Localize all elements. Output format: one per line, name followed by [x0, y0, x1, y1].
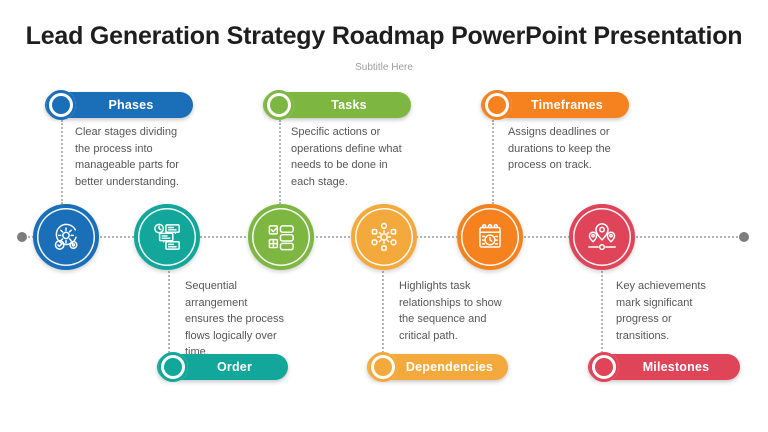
dependencies-description: Highlights task relationships to show th… — [399, 280, 502, 342]
order-description: Sequential arrangement ensures the proce… — [185, 280, 285, 358]
timeline-start-dot — [17, 232, 27, 242]
map-pins-route-icon — [588, 223, 616, 251]
milestones-pill-circle — [589, 352, 619, 382]
timeframes-node — [457, 204, 523, 270]
phases-pill-label: Phases — [108, 98, 154, 112]
page-subtitle: Subtitle Here — [355, 62, 413, 73]
tasks-pill: Tasks — [263, 90, 411, 120]
milestones-pill: Milestones — [588, 352, 740, 382]
order-pill: Order — [157, 352, 288, 382]
order-pill-label: Order — [216, 360, 253, 374]
tasks-pill-circle — [264, 90, 294, 120]
milestones-description: Key achievements mark significant progre… — [616, 280, 706, 342]
dependencies-connector-line — [382, 271, 384, 353]
order-node — [134, 204, 200, 270]
tasks-connector-line — [279, 120, 281, 204]
order-pill-circle — [158, 352, 188, 382]
page-title: Lead Generation Strategy Roadmap PowerPo… — [25, 22, 743, 50]
network-gear-icon — [371, 222, 397, 251]
sequence-list-clock-icon — [154, 223, 180, 250]
milestones-pill-label: Milestones — [642, 360, 710, 374]
checklist-icon — [268, 225, 294, 251]
tasks-pill-label: Tasks — [331, 98, 367, 112]
milestones-node — [569, 204, 635, 270]
timeframes-description: Assigns deadlines or durations to keep t… — [508, 126, 611, 171]
order-connector-line — [168, 271, 170, 353]
timeframes-pill-circle — [482, 90, 512, 120]
dependencies-pill-circle — [368, 352, 398, 382]
phases-connector-line — [61, 120, 63, 204]
phases-description: Clear stages dividing the process into m… — [75, 126, 179, 188]
timeframes-connector-line — [492, 120, 494, 204]
timeline-end-dot — [739, 232, 749, 242]
phases-node — [33, 204, 99, 270]
dependencies-node — [351, 204, 417, 270]
dependencies-pill-label: Dependencies — [405, 360, 494, 374]
phases-pill-circle — [46, 90, 76, 120]
tasks-description: Specific actions or operations define wh… — [291, 126, 402, 188]
calendar-clock-icon — [479, 224, 501, 248]
phases-pill: Phases — [45, 90, 193, 120]
timeframes-pill: Timeframes — [481, 90, 629, 120]
process-gear-icon — [54, 223, 78, 250]
tasks-node — [248, 204, 314, 270]
timeframes-pill-label: Timeframes — [531, 98, 603, 112]
dependencies-pill: Dependencies — [367, 352, 508, 382]
milestones-connector-line — [601, 271, 603, 353]
